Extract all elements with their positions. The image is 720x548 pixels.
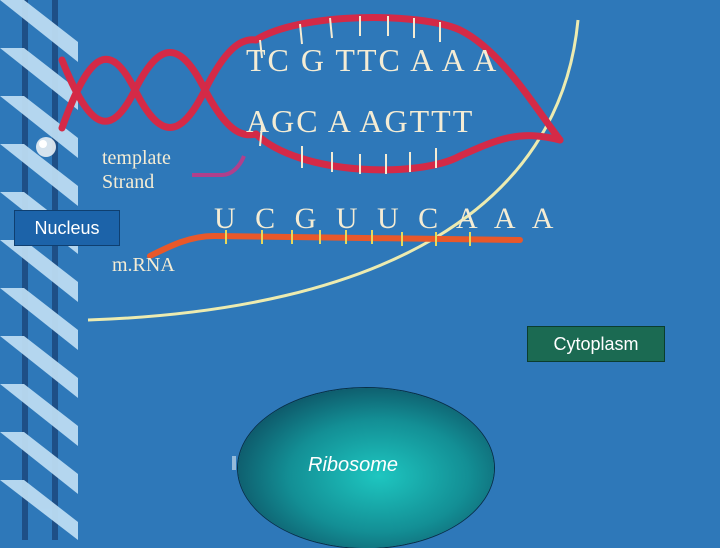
top-strand-sequence: TC G TTC A A A <box>246 42 499 78</box>
mrna-label: m.RNA <box>112 254 175 276</box>
template-label-line2: Strand <box>102 171 155 193</box>
ribosome-label: Ribosome <box>308 454 399 476</box>
template-strand-ticks <box>259 125 437 174</box>
template-pointer <box>192 155 246 177</box>
nucleus-label: Nucleus <box>14 210 120 246</box>
ribosome-shape <box>238 388 494 548</box>
template-strand-label: template Strand <box>102 146 171 194</box>
dna-helix <box>58 14 564 174</box>
template-label-line1: template <box>102 147 171 169</box>
ribosome-edge-mark <box>232 456 236 470</box>
mrna-sequence: U C G U U C A A A <box>214 202 560 235</box>
spiral-ribbon-decoration <box>0 0 78 540</box>
mrna-strand <box>147 232 523 259</box>
cytoplasm-label: Cytoplasm <box>527 326 665 362</box>
template-strand-sequence: AGC A AGTTT <box>246 103 475 139</box>
mrna-ticks <box>225 230 471 246</box>
top-strand-ticks <box>259 16 441 59</box>
